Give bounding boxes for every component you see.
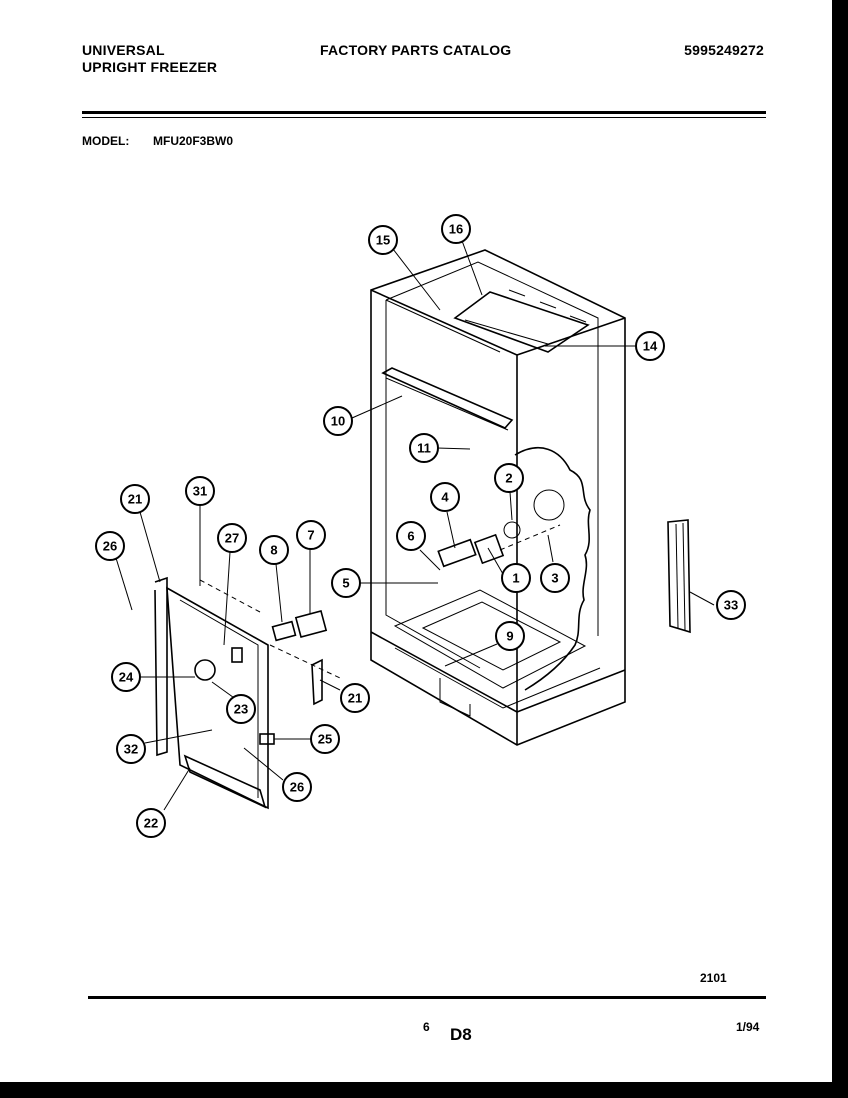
callout-31: 31 <box>185 476 215 506</box>
callout-26-lower: 26 <box>282 772 312 802</box>
scan-border-bottom <box>0 1082 848 1098</box>
callout-31-label: 31 <box>193 484 207 499</box>
callout-2-label: 2 <box>505 471 512 486</box>
footer-rule <box>88 996 766 999</box>
top-vent-channel <box>453 289 590 353</box>
drawing-ref-code: 2101 <box>700 971 727 985</box>
shelf-bar <box>381 367 514 431</box>
callout-4-label: 4 <box>441 490 449 505</box>
callout-6-label: 6 <box>407 529 414 544</box>
callout-7-label: 7 <box>307 528 314 543</box>
callout-26-lower-label: 26 <box>290 780 304 795</box>
callout-27: 32 <box>116 734 146 764</box>
brand-line-2: UPRIGHT FREEZER <box>82 59 218 75</box>
callout-4: 4 <box>430 482 460 512</box>
callout-21-lower: 21 <box>340 683 370 713</box>
callout-14: 14 <box>635 331 665 361</box>
callout-24-label: 24 <box>119 670 134 685</box>
callout-8: 8 <box>259 535 289 565</box>
callout-22-label: 22 <box>144 816 158 831</box>
callout-3: 3 <box>540 563 570 593</box>
brand-title: UNIVERSAL UPRIGHT FREEZER <box>82 42 217 76</box>
callout-23-label: 23 <box>234 702 248 717</box>
callout-3-label: 3 <box>551 571 558 586</box>
callout-5: 5 <box>331 568 361 598</box>
callout-10-label: 10 <box>331 414 345 429</box>
callout-26-upper: 26 <box>95 531 125 561</box>
evaporator-coil <box>514 446 591 691</box>
callout-9-label: 9 <box>506 629 513 644</box>
callout-11: 11 <box>409 433 439 463</box>
callout-32: 27 <box>217 523 247 553</box>
callout-11-label: 11 <box>417 441 431 456</box>
callout-33: 33 <box>716 590 746 620</box>
model-number: MFU20F3BW0 <box>153 134 234 148</box>
callout-2: 2 <box>494 463 524 493</box>
callout-15: 15 <box>368 225 398 255</box>
scan-border-right <box>832 0 848 1098</box>
callout-10: 10 <box>323 406 353 436</box>
callout-32-label: 27 <box>225 531 239 546</box>
page-number: 6 <box>423 1020 430 1034</box>
callout-7: 7 <box>296 520 326 550</box>
callout-6: 6 <box>396 521 426 551</box>
catalog-title: FACTORY PARTS CATALOG <box>320 42 512 58</box>
section-code: D8 <box>450 1025 472 1044</box>
model-label: MODEL: <box>82 134 130 148</box>
door-gasket-strip <box>667 519 691 634</box>
callout-21-upper-label: 21 <box>128 492 142 507</box>
callout-9: 9 <box>495 621 525 651</box>
catalog-number: 5995249272 <box>684 42 764 58</box>
callout-21-lower-label: 21 <box>348 691 362 706</box>
header-rule-thin <box>82 117 766 118</box>
callout-14-label: 14 <box>643 339 658 354</box>
callout-23: 23 <box>226 694 256 724</box>
callout-15-label: 15 <box>376 233 390 248</box>
callout-22: 22 <box>136 808 166 838</box>
callout-33-label: 33 <box>724 598 738 613</box>
callout-16: 16 <box>441 214 471 244</box>
callout-26-upper-label: 26 <box>103 539 117 554</box>
back-panel-assembly <box>154 576 341 810</box>
catalog-date: 1/94 <box>736 1020 760 1034</box>
callout-1: 1 <box>501 563 531 593</box>
callout-24: 24 <box>111 662 141 692</box>
callout-5-label: 5 <box>342 576 349 591</box>
callout-21-upper: 21 <box>120 484 150 514</box>
callout-25-label: 25 <box>318 732 332 747</box>
callout-1-label: 1 <box>512 571 519 586</box>
callout-25: 25 <box>310 724 340 754</box>
callout-8-label: 8 <box>270 543 277 558</box>
brand-line-1: UNIVERSAL <box>82 42 165 58</box>
callout-27-label: 32 <box>124 742 138 757</box>
header-rule <box>82 111 766 114</box>
control-cluster <box>437 521 561 568</box>
control-box-parts <box>259 609 328 745</box>
callout-16-label: 16 <box>449 222 463 237</box>
